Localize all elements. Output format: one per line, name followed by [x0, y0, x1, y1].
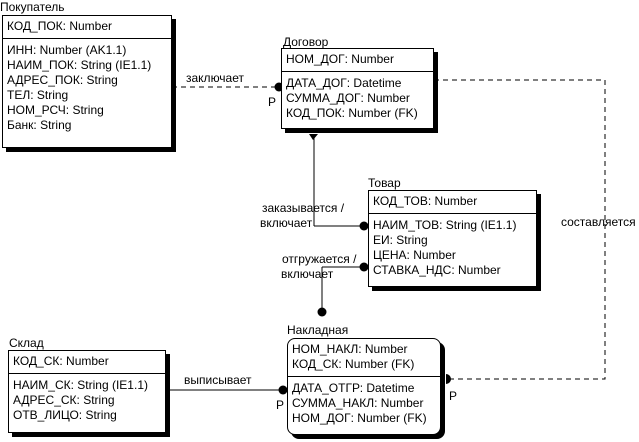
key-attribute: КОД_ПОК: Number: [7, 19, 113, 33]
entity-warehouse-attributes: НАИМ_СК: String (IE1.1) АДРЕС_СК: String…: [9, 374, 165, 426]
composed-end-dot: [446, 374, 451, 384]
attribute: НАИМ_ТОВ: String (IE1.1): [373, 218, 517, 232]
entity-goods[interactable]: КОД_ТОВ: Number НАИМ_ТОВ: String (IE1.1)…: [368, 190, 537, 287]
ordered-start-mark: [309, 134, 318, 140]
attribute: АДРЕС_СК: String: [13, 393, 115, 407]
entity-goods-attributes: НАИМ_ТОВ: String (IE1.1) ЕИ: String ЦЕНА…: [369, 214, 536, 281]
entity-contract[interactable]: НОМ_ДОГ: Number ДАТА_ДОГ: Datetime СУММА…: [281, 48, 434, 129]
entity-invoice-key: НОМ_НАКЛ: Number КОД_СК: Number (FK): [288, 339, 440, 377]
entity-goods-key: КОД_ТОВ: Number: [369, 191, 536, 214]
relationship-label-composed: составляется: [561, 215, 636, 229]
entity-title-invoice: Накладная: [287, 323, 349, 337]
entity-buyer-attributes: ИНН: Number (AK1.1) НАИМ_ПОК: String (IE…: [3, 39, 171, 136]
attribute: НОМ_РСЧ: String: [7, 103, 104, 117]
attribute: АДРЕС_ПОК: String: [7, 73, 118, 87]
entity-title-buyer: Покупатель: [0, 0, 65, 14]
attribute: ИНН: Number (AK1.1): [7, 43, 127, 57]
entity-buyer[interactable]: КОД_ПОК: Number ИНН: Number (AK1.1) НАИМ…: [2, 15, 172, 148]
attribute: СУММА_ДОГ: Number: [286, 91, 410, 105]
ordered-end-dot: [359, 221, 369, 231]
relationship-label-issues: выписывает: [184, 373, 252, 387]
attribute: ТЕЛ: String: [7, 88, 69, 102]
attribute: СТАВКА_НДС: Number: [373, 263, 501, 277]
issues-end-dot: [278, 385, 288, 395]
entity-warehouse[interactable]: КОД_СК: Number НАИМ_СК: String (IE1.1) А…: [8, 350, 166, 433]
attribute: ЕИ: String: [373, 233, 428, 247]
relationship-label-shipped-2: включает: [281, 267, 334, 281]
relationship-label-ordered-2: включает: [260, 216, 313, 230]
key-attribute: КОД_СК: Number: [13, 354, 109, 368]
cardinality-concludes: P: [268, 95, 277, 109]
attribute: НАИМ_ПОК: String (IE1.1): [7, 58, 152, 72]
entity-title-contract: Договор: [283, 35, 329, 49]
attribute: СУММА_НАКЛ: Number: [292, 396, 424, 410]
relationship-label-shipped-1: отгружается /: [282, 252, 357, 266]
cardinality-issues: P: [276, 398, 285, 412]
attribute: ДАТА_ОТГР: Datetime: [292, 381, 415, 395]
shipped-end-dot: [317, 307, 327, 317]
entity-buyer-key: КОД_ПОК: Number: [3, 16, 171, 39]
relationship-label-ordered-1: заказывается /: [262, 201, 345, 215]
entity-contract-attributes: ДАТА_ДОГ: Datetime СУММА_ДОГ: Number КОД…: [282, 72, 433, 124]
key-attribute: КОД_ТОВ: Number: [373, 194, 478, 208]
attribute: Банк: String: [7, 118, 72, 132]
entity-invoice-attributes: ДАТА_ОТГР: Datetime СУММА_НАКЛ: Number Н…: [288, 377, 440, 429]
attribute: ОТВ_ЛИЦО: String: [13, 408, 117, 422]
entity-title-goods: Товар: [368, 176, 401, 190]
attribute: ЦЕНА: Number: [373, 248, 456, 262]
key-attribute: НОМ_НАКЛ: Number: [292, 342, 408, 356]
key-attribute: НОМ_ДОГ: Number: [286, 52, 394, 66]
attribute: НОМ_ДОГ: Number (FK): [292, 411, 427, 425]
composed-line: [434, 79, 606, 380]
entity-warehouse-key: КОД_СК: Number: [9, 351, 165, 374]
entity-contract-key: НОМ_ДОГ: Number: [282, 49, 433, 72]
entity-title-warehouse: Склад: [9, 336, 44, 350]
attribute: КОД_ПОК: Number (FK): [286, 106, 418, 120]
relationship-label-concludes: заключает: [186, 71, 244, 85]
attribute: ДАТА_ДОГ: Datetime: [286, 76, 402, 90]
entity-invoice[interactable]: НОМ_НАКЛ: Number КОД_СК: Number (FK) ДАТ…: [287, 338, 441, 435]
attribute: НАИМ_СК: String (IE1.1): [13, 378, 148, 392]
cardinality-composed: P: [449, 389, 458, 403]
key-attribute: КОД_СК: Number (FK): [292, 357, 415, 371]
